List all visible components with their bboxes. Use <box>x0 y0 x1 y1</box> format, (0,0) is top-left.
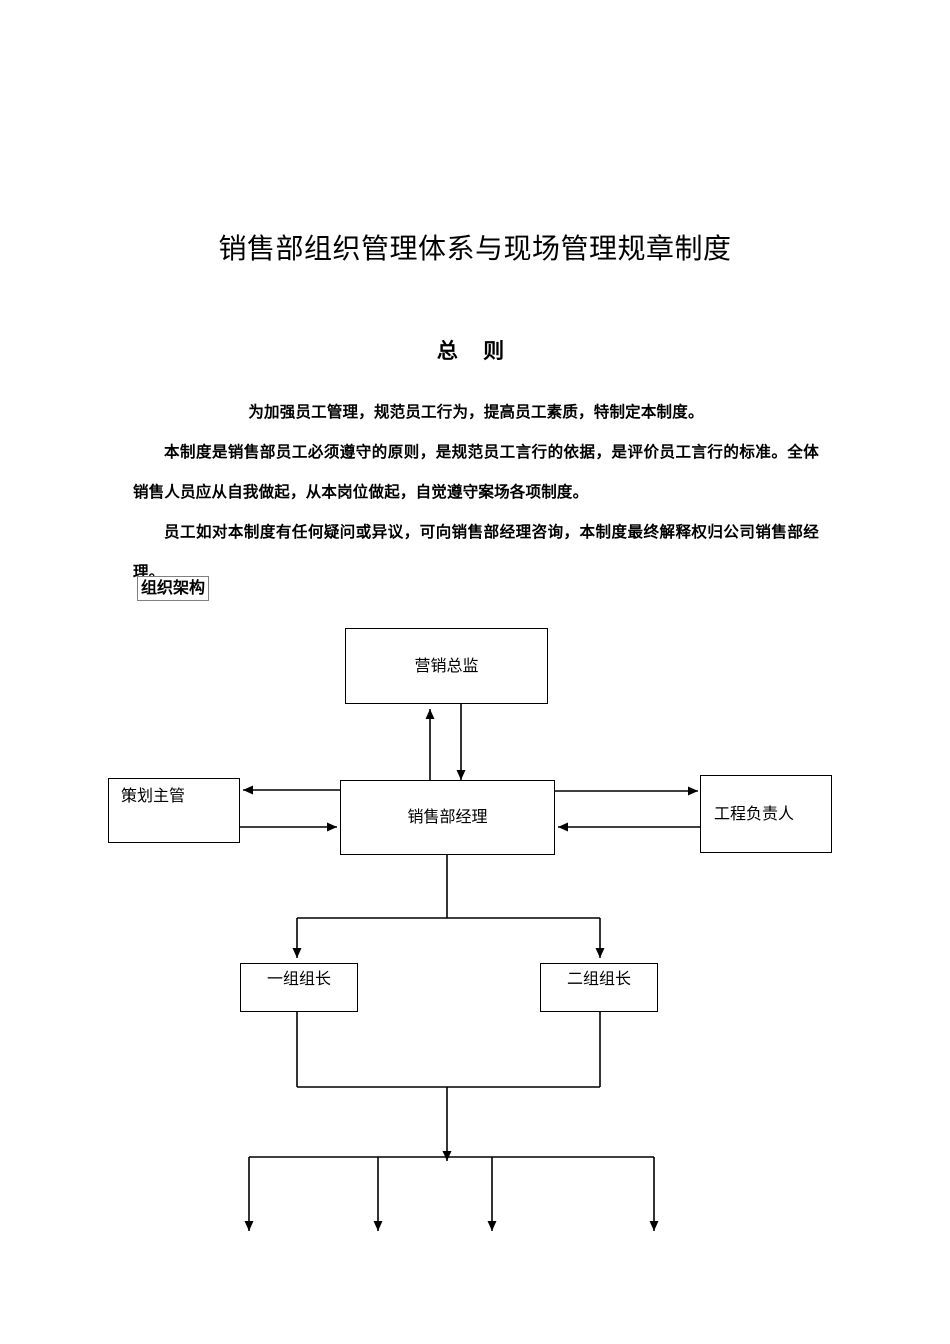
body-text-block: 为加强员工管理，规范员工行为，提高员工素质，特制定本制度。 本制度是销售部员工必… <box>133 392 819 592</box>
org-chart: 营销总监 策划主管 销售部经理 工程负责人 一组组长 二组组长 <box>0 600 950 1280</box>
org-node-team-two-leader-label: 二组组长 <box>566 969 631 988</box>
org-node-team-two-leader[interactable]: 二组组长 <box>540 963 658 1012</box>
org-node-sales-manager[interactable]: 销售部经理 <box>340 780 555 855</box>
org-node-planning-supervisor-label: 策划主管 <box>121 786 186 805</box>
org-node-team-one-leader-label: 一组组长 <box>266 969 331 988</box>
org-node-engineering-lead-label: 工程负责人 <box>714 803 795 823</box>
org-node-sales-manager-label: 销售部经理 <box>407 807 488 827</box>
org-node-marketing-director[interactable]: 营销总监 <box>345 628 548 704</box>
page-title: 销售部组织管理体系与现场管理规章制度 <box>218 232 732 265</box>
org-chart-connectors <box>240 704 700 1231</box>
section-heading-org-structure: 组织架构 <box>137 576 210 601</box>
paragraph-3: 员工如对本制度有任何疑问或异议，可向销售部经理咨询，本制度最终解释权归公司销售部… <box>133 523 819 581</box>
org-node-planning-supervisor[interactable]: 策划主管 <box>108 778 240 843</box>
org-node-marketing-director-label: 营销总监 <box>414 655 479 675</box>
org-node-engineering-lead[interactable]: 工程负责人 <box>700 775 832 853</box>
document-subtitle: 总 则 <box>436 339 514 363</box>
org-node-team-one-leader[interactable]: 一组组长 <box>240 963 358 1012</box>
paragraph-2: 本制度是销售部员工必须遵守的原则，是规范员工言行的依据，是评价员工言行的标准。全… <box>133 443 819 501</box>
paragraph-1: 为加强员工管理，规范员工行为，提高员工素质，特制定本制度。 <box>248 403 704 421</box>
